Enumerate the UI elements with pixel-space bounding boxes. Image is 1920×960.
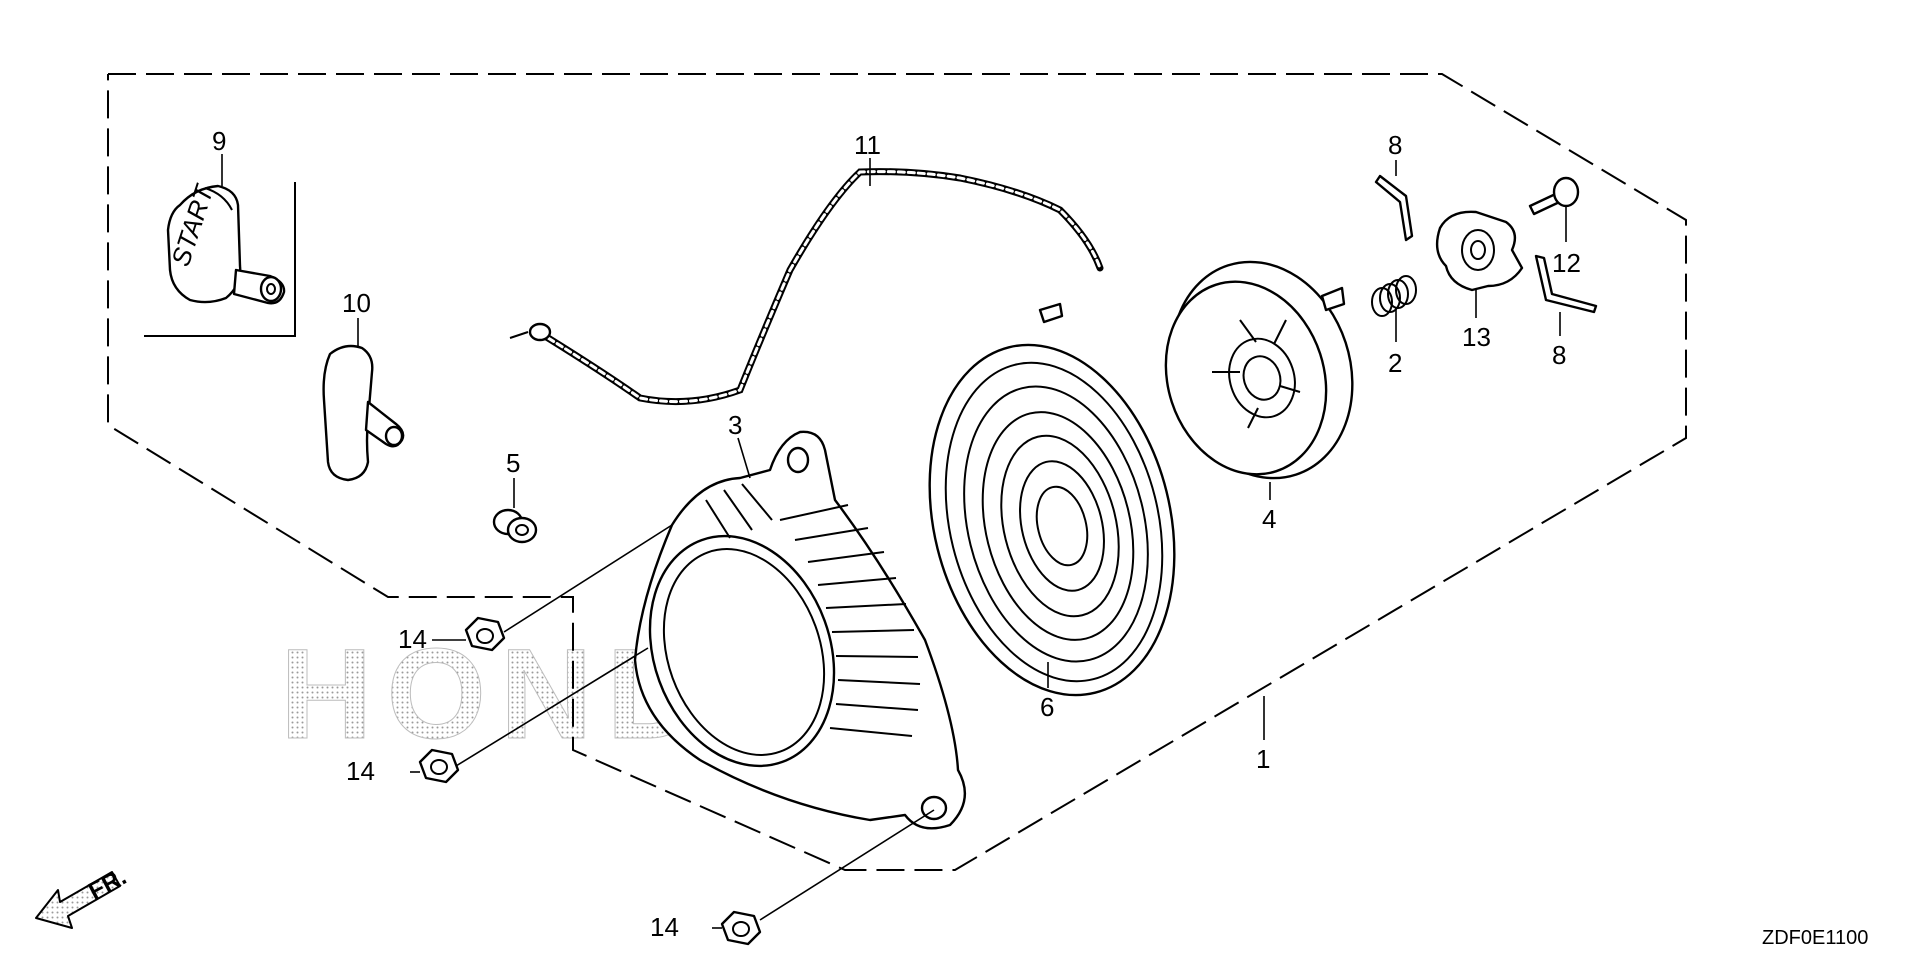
- part-2-spring[interactable]: [1371, 275, 1417, 317]
- callout-10: 10: [342, 288, 371, 318]
- callout-6: 6: [1040, 692, 1054, 722]
- part-8-pin-lower[interactable]: [1534, 254, 1598, 314]
- callout-1: 1: [1256, 744, 1270, 774]
- callout-14-upper: 14: [398, 624, 427, 654]
- callout-12: 12: [1552, 248, 1581, 278]
- part-4-reel[interactable]: [1142, 238, 1380, 502]
- callout-9: 9: [212, 126, 226, 156]
- callout-11: 11: [854, 130, 881, 160]
- part-11-starter-rope[interactable]: [509, 168, 1104, 406]
- callout-2: 2: [1388, 348, 1402, 378]
- part-14-nut-upper[interactable]: [464, 616, 506, 652]
- callout-3: 3: [728, 410, 742, 440]
- front-direction-arrow-icon: FR.: [35, 863, 131, 929]
- callout-13: 13: [1462, 322, 1491, 352]
- part-8-pin-upper[interactable]: [1374, 174, 1414, 242]
- part-13-ratchet[interactable]: [1435, 210, 1524, 292]
- callout-5: 5: [506, 448, 520, 478]
- part-3-starter-case[interactable]: [619, 430, 967, 830]
- handle-inset-frame: [144, 182, 296, 337]
- part-14-nut-lower[interactable]: [720, 910, 762, 946]
- callout-14-lower: 14: [650, 912, 679, 942]
- assembly-boundary-dashed: [107, 73, 1687, 871]
- diagram-code: ZDF0E1100: [1762, 927, 1868, 949]
- callout-8-upper: 8: [1388, 130, 1402, 160]
- callout-8-lower: 8: [1552, 340, 1566, 370]
- part-9-start-handle[interactable]: START: [165, 180, 286, 305]
- callout-4: 4: [1262, 504, 1276, 534]
- part-6-recoil-spring[interactable]: [894, 302, 1209, 721]
- part-5-bushing[interactable]: [492, 508, 538, 544]
- part-10-handle[interactable]: [322, 344, 405, 482]
- callout-14-middle: 14: [346, 756, 375, 786]
- callout-leader-lines: [221, 154, 1567, 929]
- part-12-screw[interactable]: [1528, 176, 1580, 216]
- part-14-nut-middle[interactable]: [418, 748, 460, 784]
